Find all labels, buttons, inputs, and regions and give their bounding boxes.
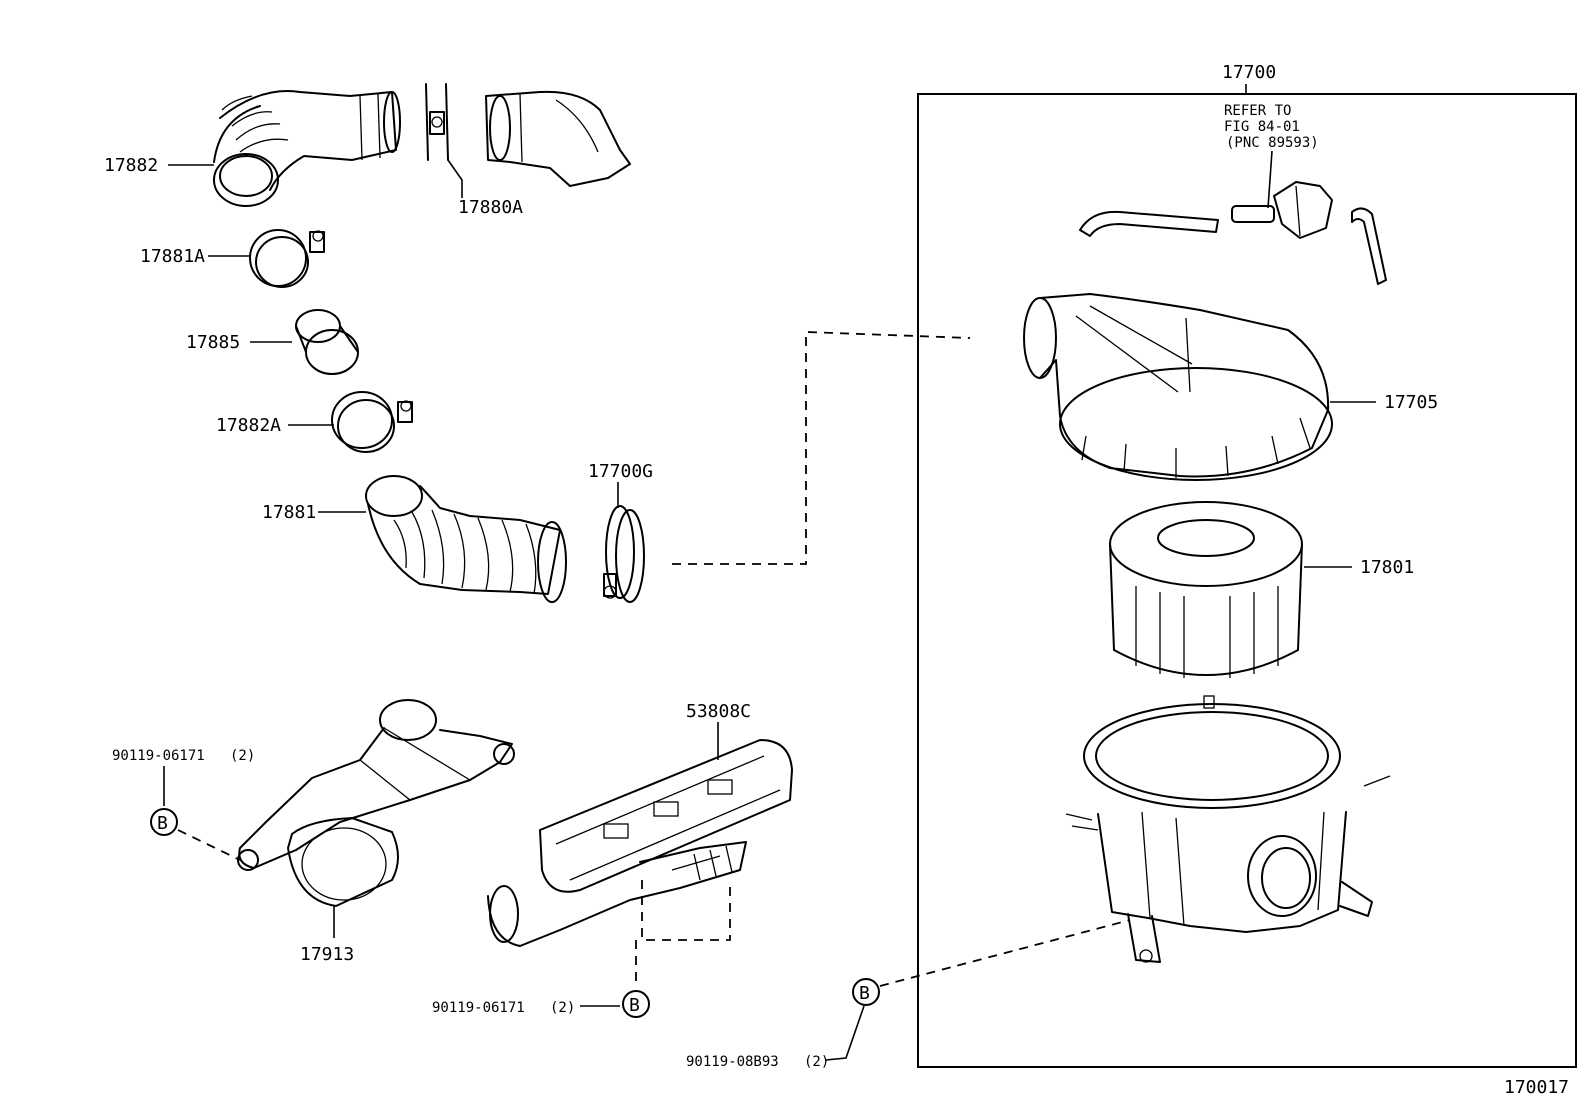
bolt-label-3[interactable]: 90119-08B93 [686, 1054, 779, 1070]
part-17700G-gasket[interactable] [603, 505, 645, 603]
label-17882A[interactable]: 17882A [216, 415, 281, 436]
label-17882[interactable]: 17882 [104, 155, 158, 176]
part-17913-duct[interactable] [237, 699, 515, 907]
label-17881A[interactable]: 17881A [140, 246, 205, 267]
part-17705-cover[interactable] [1023, 293, 1333, 481]
connector-dashed-case [879, 919, 1131, 987]
label-17700[interactable]: 17700 [1222, 62, 1276, 83]
connector-dashed-gasket [672, 331, 971, 565]
part-17880A-pipe[interactable] [425, 83, 631, 187]
label-17881[interactable]: 17881 [262, 502, 316, 523]
connector-dashed-resonator [641, 880, 731, 941]
part-17885-sleeve[interactable] [295, 309, 359, 375]
label-53808C[interactable]: 53808C [686, 701, 751, 722]
callout-b-3[interactable]: B [852, 978, 880, 1006]
label-17801[interactable]: 17801 [1360, 557, 1414, 578]
part-17882A-clamp[interactable] [331, 391, 413, 453]
callout-b-2[interactable]: B [622, 990, 650, 1018]
svg-text:B: B [629, 995, 640, 1016]
label-17705[interactable]: 17705 [1384, 392, 1438, 413]
part-breather-hoses[interactable] [1079, 181, 1387, 285]
bolt-qty-3: (2) [804, 1054, 829, 1070]
bolt-qty-1: (2) [230, 748, 255, 764]
diagram-id: 170017 [1504, 1077, 1569, 1098]
label-17913[interactable]: 17913 [300, 944, 354, 965]
label-17885[interactable]: 17885 [186, 332, 240, 353]
assembly-17700-frame [917, 93, 1577, 1068]
svg-text:B: B [157, 813, 168, 834]
part-17801-filter[interactable] [1109, 501, 1303, 678]
bolt-qty-2: (2) [550, 1000, 575, 1016]
bolt-label-2[interactable]: 90119-06171 [432, 1000, 525, 1016]
refer-line-1: REFER TO [1224, 103, 1291, 119]
part-17881A-clamp[interactable] [249, 229, 325, 288]
part-air-cleaner-case[interactable] [1065, 695, 1391, 963]
part-17882-hose[interactable] [213, 90, 401, 207]
bolt-label-1[interactable]: 90119-06171 [112, 748, 205, 764]
part-17881-hose[interactable] [365, 475, 567, 603]
part-53808C-resonator[interactable] [487, 739, 793, 947]
svg-text:B: B [859, 983, 870, 1004]
callout-b-1[interactable]: B [150, 808, 178, 836]
label-17880A[interactable]: 17880A [458, 197, 523, 218]
refer-line-3: (PNC 89593) [1226, 135, 1319, 151]
label-17700G[interactable]: 17700G [588, 461, 653, 482]
refer-line-2: FIG 84-01 [1224, 119, 1300, 135]
